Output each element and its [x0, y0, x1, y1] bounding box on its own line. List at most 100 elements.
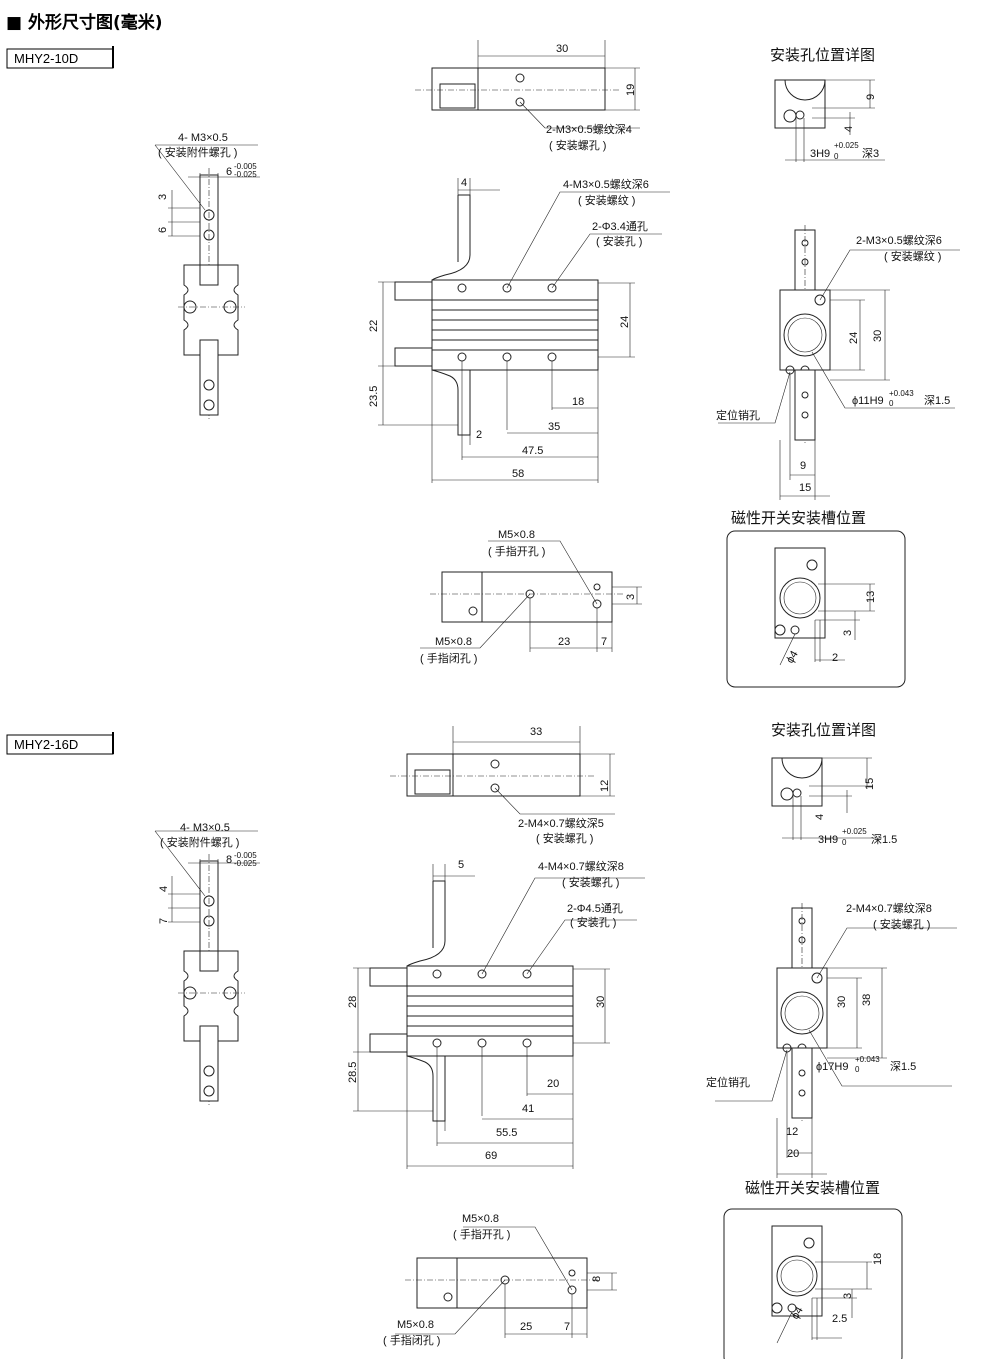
front-d1: 20	[547, 1078, 559, 1090]
switch-dia: ϕ4	[789, 1305, 806, 1322]
end-tol-up: +0.043	[889, 389, 914, 398]
side-width: 8	[226, 854, 232, 866]
front-d3: 2	[476, 429, 482, 441]
front-callout1-note: ( 安装螺孔 )	[562, 875, 619, 889]
detail-dim-b: 4	[814, 814, 826, 820]
detail-title: 安装孔位置详图	[770, 46, 875, 64]
switch-title: 磁性开关安装槽位置	[731, 509, 866, 527]
end-depth: 深1.5	[924, 394, 950, 407]
front-callout2: 2-Φ3.4通孔	[592, 220, 648, 233]
end-w2: 20	[787, 1148, 799, 1160]
detail-fit: 3H9	[810, 148, 830, 160]
side-tol-low: -0.025	[234, 859, 257, 868]
dim-top-height: 12	[599, 780, 611, 792]
page-title: ■ 外形尺寸图(毫米)	[6, 12, 163, 33]
bottom-open: M5×0.8	[498, 529, 535, 541]
bottom-open-note: ( 手指开孔 )	[488, 544, 545, 558]
side-tol-low: -0.025	[234, 170, 257, 179]
end-h1: 30	[836, 996, 848, 1008]
end-tol-up: +0.043	[855, 1055, 880, 1064]
end-callout-note: ( 安装螺纹 )	[884, 249, 941, 263]
front-callout2-note: ( 安装孔 )	[570, 915, 616, 929]
switch-dia: ϕ4	[784, 649, 801, 666]
side-dim-a: 4	[158, 886, 170, 892]
end-pin-label: 定位销孔	[716, 408, 760, 422]
end-tol-low: 0	[855, 1065, 860, 1074]
detail-fit: 3H9	[818, 834, 838, 846]
end-h2: 30	[872, 330, 884, 342]
detail-dim-b: 4	[843, 126, 855, 132]
detail-dim-a: 9	[865, 94, 877, 100]
detail-tol-low: 0	[834, 152, 839, 161]
dim-top-width: 30	[556, 43, 568, 55]
dim-top-width: 33	[530, 726, 542, 738]
side-callout-note: ( 安装附件螺孔 )	[160, 835, 239, 849]
front-d5: 69	[485, 1150, 497, 1162]
top-callout: 2-M4×0.7螺纹深5	[518, 816, 604, 830]
bottom-close: M5×0.8	[435, 636, 472, 648]
bottom-open-note: ( 手指开孔 )	[453, 1227, 510, 1241]
bottom-h: 8	[591, 1276, 603, 1282]
front-d4: 55.5	[496, 1127, 517, 1139]
mhy2-16d-drawing	[6, 725, 958, 1359]
detail-tol-up: +0.025	[834, 141, 859, 150]
front-h-low: 28.5	[347, 1062, 359, 1083]
switch-h: 13	[865, 591, 877, 603]
side-view	[154, 144, 261, 421]
front-callout2-note: ( 安装孔 )	[596, 234, 642, 248]
front-h-low: 23.5	[368, 386, 380, 407]
front-callout1-note: ( 安装螺纹 )	[578, 193, 635, 207]
front-d2: 41	[522, 1103, 534, 1115]
end-h1: 24	[848, 332, 860, 344]
end-pin-label: 定位销孔	[706, 1075, 750, 1089]
bottom-open: M5×0.8	[462, 1213, 499, 1225]
mhy2-10d-labels: MHY2-10D 30 19 2-M3×0.5螺纹深4 ( 安装螺孔 ) 安装孔…	[14, 43, 950, 666]
end-bore: ϕ11H9	[852, 395, 884, 407]
top-callout-note: ( 安装螺孔 )	[536, 831, 593, 845]
detail-dim-a: 15	[864, 778, 876, 790]
front-callout1: 4-M4×0.7螺纹深8	[538, 859, 624, 873]
bottom-h: 3	[625, 594, 637, 600]
side-dim-a: 3	[157, 194, 169, 200]
switch-title: 磁性开关安装槽位置	[745, 1179, 880, 1197]
side-callout-note: ( 安装附件螺孔 )	[158, 145, 237, 159]
front-callout1: 4-M3×0.5螺纹深6	[563, 177, 649, 191]
detail-tol-low: 0	[842, 838, 847, 847]
side-dim-b: 6	[157, 227, 169, 233]
front-h-right: 24	[619, 316, 631, 328]
end-h2: 38	[861, 994, 873, 1006]
switch-h: 18	[872, 1253, 884, 1265]
end-and-detail-views	[714, 757, 958, 1359]
switch-b: 2	[832, 652, 838, 664]
bottom-close-note: ( 手指闭孔 )	[420, 651, 477, 665]
side-callout: 4- M3×0.5	[180, 822, 230, 834]
bottom-d2: 7	[564, 1321, 570, 1333]
switch-b: 2.5	[832, 1313, 847, 1325]
side-dim-b: 7	[158, 918, 170, 924]
end-bore: ϕ17H9	[816, 1061, 848, 1073]
end-w2: 15	[799, 482, 811, 494]
front-h-left: 22	[368, 320, 380, 332]
bottom-d1: 25	[520, 1321, 532, 1333]
switch-a: 3	[842, 1293, 854, 1299]
end-callout-note: ( 安装螺孔 )	[873, 917, 930, 931]
front-jaw: 5	[458, 859, 464, 871]
end-and-detail-views	[717, 79, 961, 688]
side-callout: 4- M3×0.5	[178, 132, 228, 144]
front-h-left: 28	[347, 996, 359, 1008]
detail-depth: 深3	[862, 147, 879, 160]
top-callout: 2-M3×0.5螺纹深4	[546, 122, 632, 136]
mhy2-16d-labels: MHY2-16D 33 12 2-M4×0.7螺纹深5 ( 安装螺孔 ) 安装孔…	[14, 721, 932, 1347]
detail-tol-up: +0.025	[842, 827, 867, 836]
dim-top-height: 19	[625, 84, 637, 96]
end-callout: 2-M3×0.5螺纹深6	[856, 233, 942, 247]
end-callout: 2-M4×0.7螺纹深8	[846, 901, 932, 915]
detail-title: 安装孔位置详图	[771, 721, 876, 739]
side-tol-up: -0.005	[234, 162, 257, 171]
side-tol-up: -0.005	[234, 851, 257, 860]
side-view	[154, 830, 261, 1107]
end-w1: 9	[800, 460, 806, 472]
switch-a: 3	[842, 630, 854, 636]
detail-depth: 深1.5	[871, 833, 897, 846]
